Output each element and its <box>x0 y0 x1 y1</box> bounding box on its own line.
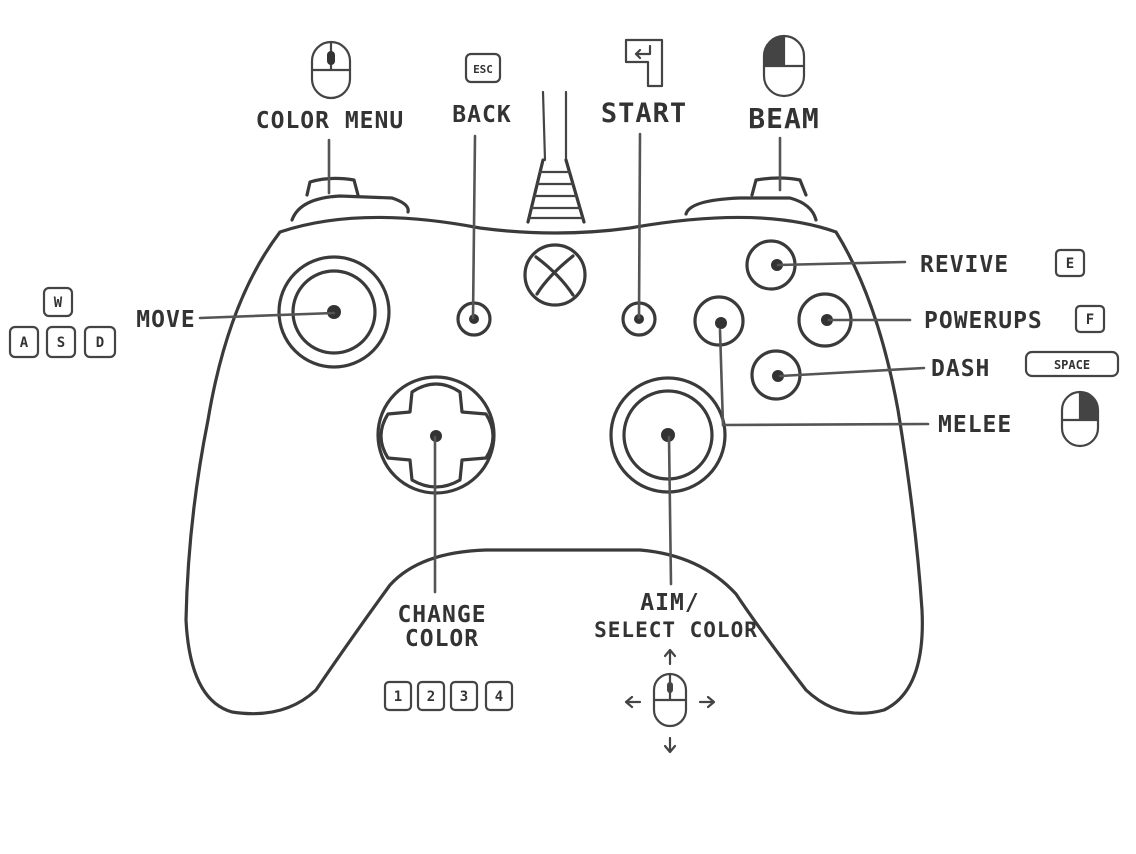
key-a: A <box>8 325 40 359</box>
key-esc: ESC <box>464 52 502 84</box>
enter-key-icon <box>624 38 664 88</box>
mouse-move-icon <box>624 648 716 754</box>
right-bumper <box>684 176 818 222</box>
mouse-middle-button-icon <box>310 40 352 100</box>
svg-text:1: 1 <box>394 689 402 705</box>
svg-text:D: D <box>96 335 104 351</box>
key-f: F <box>1074 304 1106 334</box>
label-change-color-line1: CHANGE <box>397 602 486 628</box>
label-move: MOVE <box>136 307 195 333</box>
label-start: START <box>601 98 687 129</box>
label-dash: DASH <box>931 356 990 382</box>
label-color-menu: COLOR MENU <box>256 108 404 134</box>
label-aim-line2: SELECT COLOR <box>594 618 758 642</box>
left-stick <box>277 255 391 369</box>
label-aim-line1: AIM/ <box>640 590 699 616</box>
label-change-color-line2: COLOR <box>405 626 479 652</box>
svg-text:E: E <box>1066 256 1074 272</box>
face-button-left <box>693 295 745 347</box>
guide-button <box>523 243 587 307</box>
key-d: D <box>83 325 117 359</box>
key-1: 1 <box>383 680 413 712</box>
key-w: W <box>42 286 74 318</box>
left-bumper <box>290 176 410 222</box>
leader-lines <box>198 132 930 594</box>
key-e: E <box>1054 248 1086 278</box>
svg-text:SPACE: SPACE <box>1054 358 1090 372</box>
right-stick <box>609 376 727 494</box>
svg-text:3: 3 <box>460 689 468 705</box>
label-beam: BEAM <box>748 102 819 135</box>
key-3: 3 <box>449 680 479 712</box>
label-powerups: POWERUPS <box>924 308 1043 334</box>
key-4: 4 <box>484 680 514 712</box>
key-s: S <box>45 325 77 359</box>
controller-cable <box>526 90 586 224</box>
label-revive: REVIVE <box>920 252 1009 278</box>
label-melee: MELEE <box>938 412 1012 438</box>
svg-text:W: W <box>54 295 63 311</box>
mouse-left-button-icon <box>762 34 806 98</box>
controller-body <box>184 215 924 716</box>
svg-text:2: 2 <box>427 689 435 705</box>
svg-text:ESC: ESC <box>473 63 493 76</box>
svg-text:S: S <box>57 335 65 351</box>
svg-text:A: A <box>20 335 29 351</box>
svg-text:F: F <box>1086 312 1094 328</box>
svg-text:4: 4 <box>495 689 503 705</box>
mouse-right-button-icon <box>1060 390 1100 448</box>
key-2: 2 <box>416 680 446 712</box>
key-space: SPACE <box>1024 350 1120 378</box>
label-back: BACK <box>452 102 511 128</box>
